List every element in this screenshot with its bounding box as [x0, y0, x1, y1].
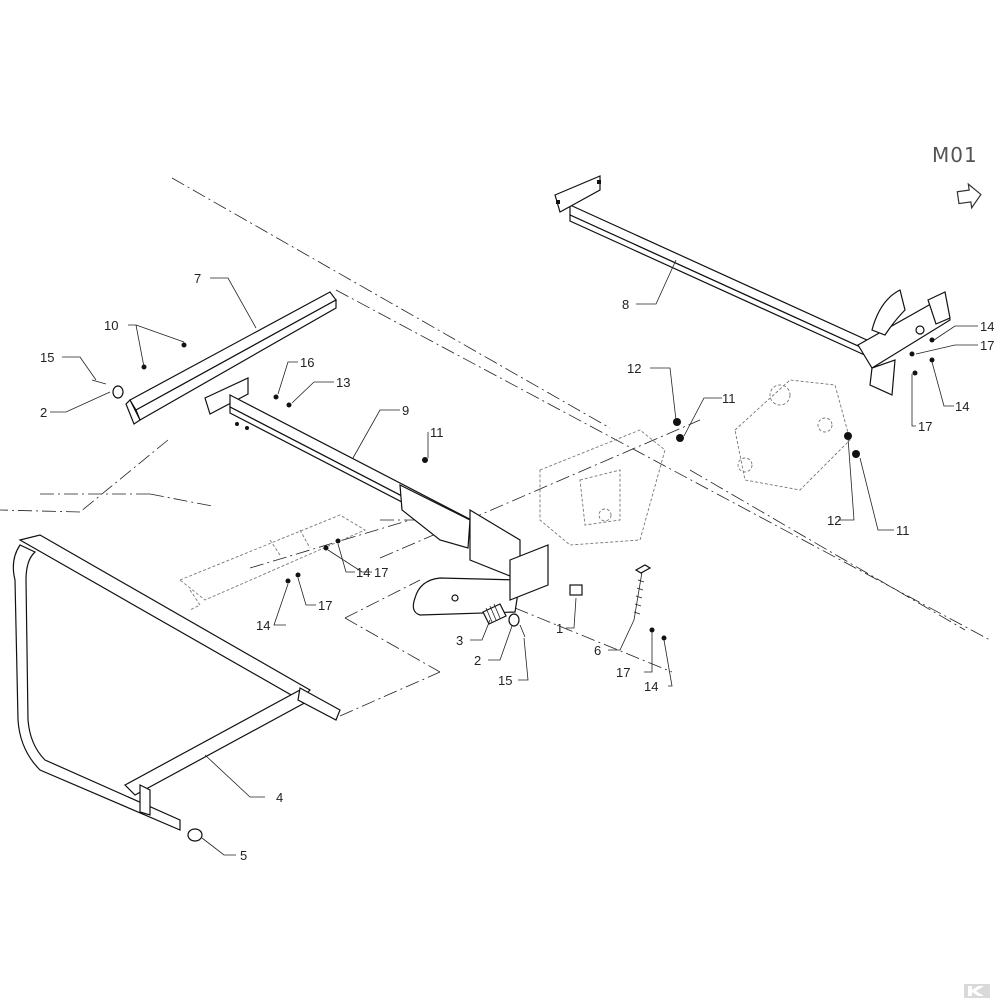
- part-4-handle-frame: [12, 534, 341, 831]
- callout-9: 9: [402, 403, 409, 418]
- part-2-washer-upper: [112, 385, 124, 399]
- center-lines: [0, 177, 991, 717]
- callout-17-lower: 17: [616, 665, 630, 680]
- part-15-bolt-lower: [519, 624, 526, 638]
- reference-frame-center: [539, 429, 666, 546]
- callout-5: 5: [240, 848, 247, 863]
- part-9-main-beam: [204, 377, 549, 616]
- part-1-cap: [569, 584, 583, 596]
- callout-1: 1: [556, 621, 563, 636]
- callout-11-left: 11: [430, 425, 444, 440]
- callout-15-lower: 15: [498, 673, 512, 688]
- part-2-washer-lower: [508, 613, 520, 627]
- callout-16: 16: [300, 355, 314, 370]
- callout-2-lower: 2: [474, 653, 481, 668]
- callout-15-upper: 15: [40, 350, 54, 365]
- callout-17-mid-a: 17: [374, 565, 388, 580]
- part-8-upper-cross-tube: [554, 175, 951, 396]
- callout-8: 8: [622, 297, 629, 312]
- view-direction-arrow-icon: [956, 182, 982, 210]
- callout-3: 3: [456, 633, 463, 648]
- brand-logo: [964, 984, 990, 998]
- callout-11-top: 11: [722, 391, 736, 406]
- reference-frame-left: [179, 514, 366, 611]
- part-15-bolt-upper: [91, 379, 107, 385]
- callout-11-bottom: 11: [896, 523, 910, 538]
- callout-14-right-b: 14: [955, 399, 969, 414]
- callout-14-lower: 14: [644, 679, 658, 694]
- callout-12-bottom: 12: [827, 513, 841, 528]
- reference-frame-right: [734, 379, 851, 491]
- callout-labels: 7 8 10 15 2 16 13 9 11 12 11 14 17 14 17…: [40, 271, 994, 863]
- part-5-end-cap: [187, 828, 203, 842]
- part-7-rail: [125, 291, 337, 425]
- callout-17-mid-b: 17: [318, 598, 332, 613]
- callout-13: 13: [336, 375, 350, 390]
- callout-17-right-b: 17: [918, 419, 932, 434]
- callout-12-top: 12: [627, 361, 641, 376]
- callout-14-right-a: 14: [980, 319, 994, 334]
- callout-14-mid-b: 14: [256, 618, 270, 633]
- hardware-fasteners: [141, 337, 935, 641]
- callout-2-upper: 2: [40, 405, 47, 420]
- page-code: M01: [932, 143, 978, 167]
- part-6-spring-rod: [633, 564, 652, 621]
- callout-4: 4: [276, 790, 283, 805]
- callout-6: 6: [594, 643, 601, 658]
- part-3-spring: [482, 603, 507, 625]
- leader-lines: [50, 259, 978, 856]
- callout-10: 10: [104, 318, 118, 333]
- callout-7: 7: [194, 271, 201, 286]
- callout-17-right-a: 17: [980, 338, 994, 353]
- callout-14-mid-a: 14: [356, 565, 370, 580]
